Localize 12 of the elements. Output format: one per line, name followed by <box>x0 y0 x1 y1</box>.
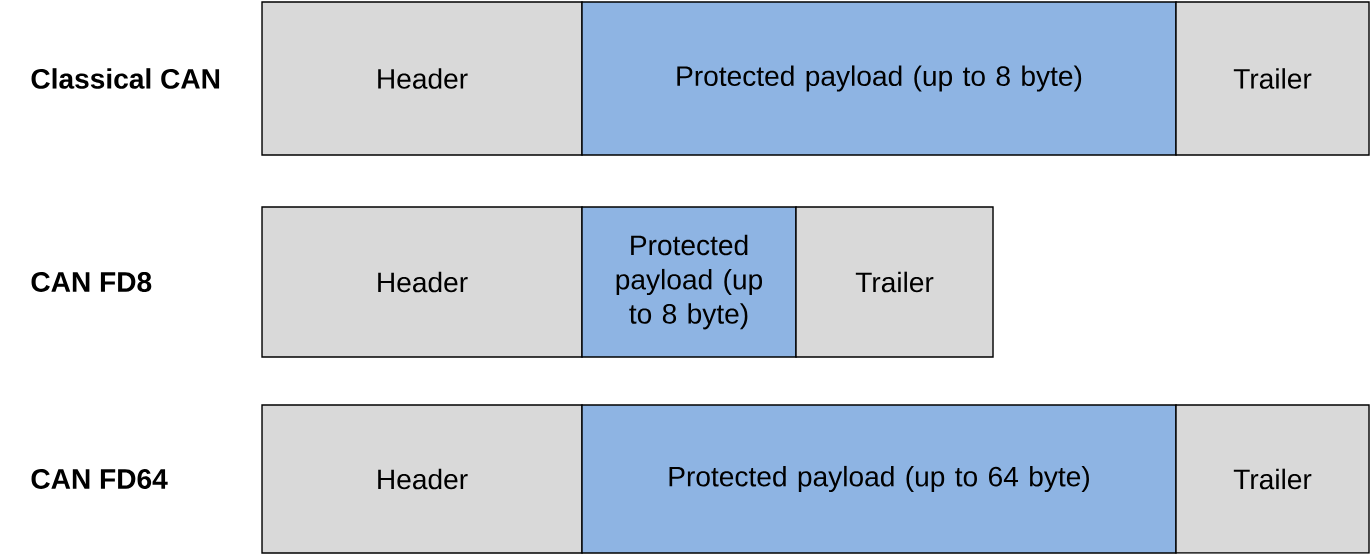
row-label: CAN FD8 <box>31 272 152 292</box>
frame-field-box: Protected payload (up to 64 byte) <box>581 404 1177 554</box>
frame-field-box: Header <box>261 1 583 156</box>
frame-field-box: Trailer <box>795 206 994 358</box>
frame-field-box: Header <box>261 404 583 554</box>
frame-field-box: Trailer <box>1175 404 1370 554</box>
row-label: CAN FD64 <box>31 469 168 489</box>
row-label: Classical CAN <box>31 68 220 89</box>
frame-field-box: Trailer <box>1175 1 1370 156</box>
frame-field-box: Header <box>261 206 583 358</box>
frame-field-box: Protected payload (up to 8 byte) <box>581 206 797 358</box>
frame-field-box: Protected payload (up to 8 byte) <box>581 1 1177 156</box>
